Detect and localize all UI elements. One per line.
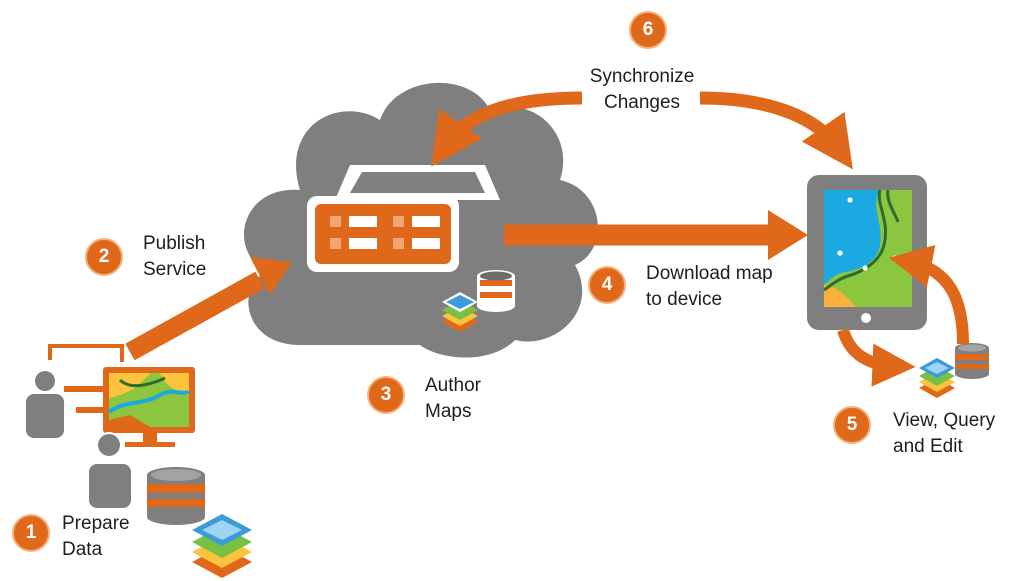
step-label-download-map: Download map to device (646, 261, 773, 313)
arrow-icon (125, 257, 292, 361)
arrow-icon (837, 328, 916, 387)
step-label-prepare-data: Prepare Data (62, 511, 130, 563)
map-layers-icon (442, 292, 478, 332)
step-label-line: Changes (603, 92, 681, 113)
step-label-line: to device (646, 289, 723, 310)
database-icon (477, 270, 515, 312)
person-icon (26, 371, 64, 438)
desktop-monitor-icon (48, 344, 195, 447)
arrow-icon (699, 91, 853, 170)
step-label-line: and Edit (893, 436, 963, 457)
step-label-line: View, Query (893, 410, 996, 431)
step-label-author-maps: Author Maps (425, 373, 481, 425)
step-label-view-query-edit: View, Query and Edit (893, 408, 995, 460)
step-badge-3: 3 (367, 376, 405, 414)
tablet-icon (807, 175, 927, 330)
person-icon (87, 432, 133, 510)
step-label-line: Prepare (62, 513, 130, 534)
map-layers-icon (192, 514, 252, 578)
step-label-publish-service: Publish Service (143, 231, 206, 283)
server-icon (307, 165, 500, 272)
step-label-line: Synchronize (589, 66, 695, 87)
step-label-line: Publish (143, 233, 206, 254)
step-badge-2: 2 (85, 238, 123, 276)
step-label-line: Download map (646, 263, 773, 284)
step-badge-1: 1 (12, 514, 50, 552)
arrow-icon (504, 210, 808, 260)
step-badge-5: 5 (833, 406, 871, 444)
arrow-icon (888, 245, 969, 345)
step-label-line: Maps (425, 401, 472, 422)
step-label-line: Author (425, 375, 481, 396)
step-label-line: Service (143, 259, 207, 280)
database-icon (147, 467, 205, 525)
step-label-synchronize-changes: Synchronize Changes (574, 64, 710, 116)
arrow-icon (431, 91, 583, 167)
step-badge-6: 6 (629, 11, 667, 49)
step-badge-4: 4 (588, 266, 626, 304)
map-layers-icon (919, 358, 955, 398)
database-icon (955, 343, 989, 379)
step-label-line: Data (62, 539, 103, 560)
